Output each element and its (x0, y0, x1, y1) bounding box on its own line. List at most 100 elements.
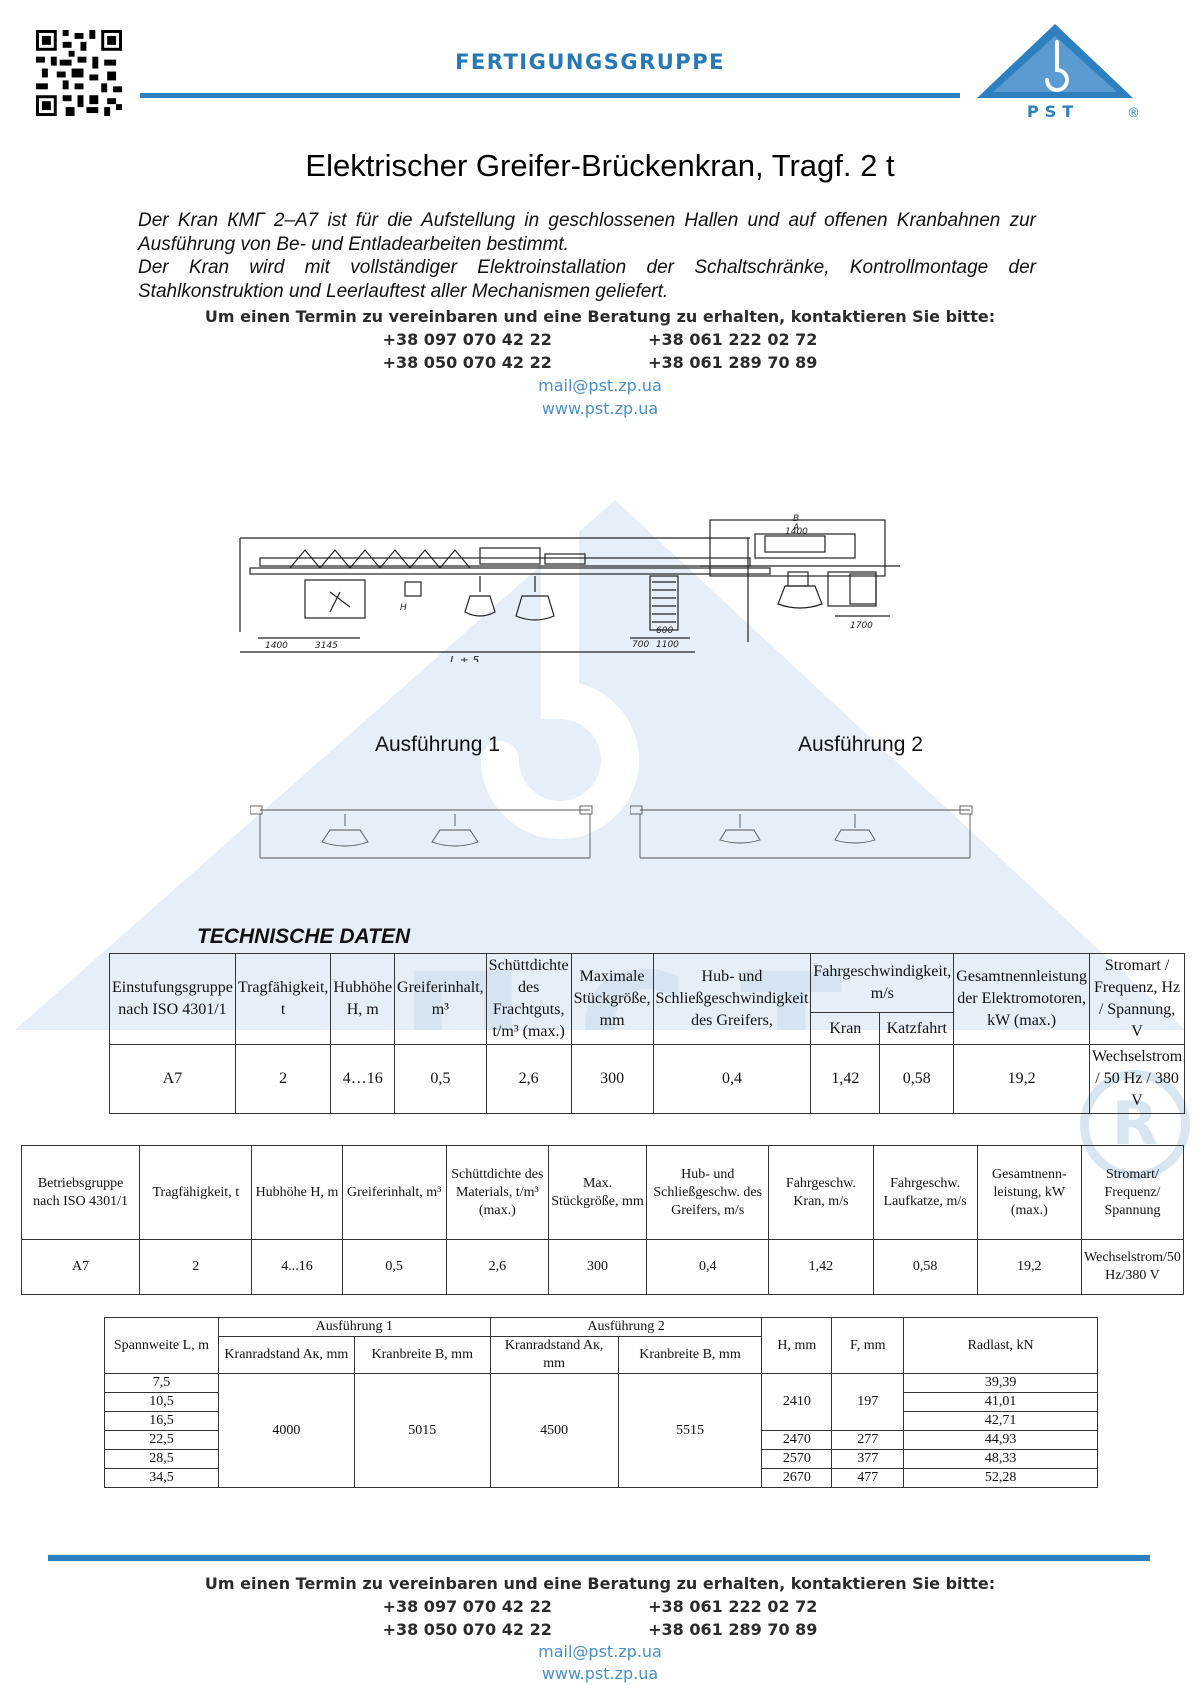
tech-table-2: Betriebsgruppe nach ISO 4301/1 Tragfähig… (20, 1145, 1185, 1295)
table-cell: 0,58 (879, 1044, 955, 1114)
t3-header-h: H, mm (761, 1317, 833, 1374)
table-cell: A7 (109, 1044, 236, 1114)
table-cell: 5015 (353, 1373, 491, 1488)
footer-phone-row-2: +38 050 070 42 22 +38 061 289 70 89 (150, 1618, 1050, 1641)
t2-header-current: Stromart/ Frequenz/ Spannung (1080, 1145, 1185, 1240)
footer-lead: Um einen Termin zu vereinbaren und eine … (204, 1574, 996, 1593)
svg-text:L ± 5: L ± 5 (450, 654, 479, 662)
t2-header-crane-speed: Fahrgeschw. Kran, m/s (768, 1145, 874, 1240)
footer-web-link[interactable]: www.pst.zp.ua (541, 1664, 659, 1683)
table-cell: 4500 (489, 1373, 619, 1488)
footer-divider (48, 1555, 1150, 1561)
header-divider (140, 93, 960, 98)
variant-2-drawing (630, 805, 973, 859)
table-cell: A7 (20, 1239, 141, 1295)
contact-phone-4[interactable]: +38 061 289 70 89 (648, 353, 818, 372)
t2-header-grab-volume: Greiferinhalt, m³ (341, 1145, 447, 1240)
table-cell: 34,5 (104, 1468, 219, 1488)
intro-text: Der Kran КМГ 2–А7 ist für die Aufstellun… (138, 209, 1036, 303)
svg-text:1700: 1700 (850, 621, 873, 631)
t3-header-v2-width: Kranbreite B, mm (617, 1336, 763, 1374)
contact-phone-3[interactable]: +38 050 070 42 22 (382, 353, 552, 372)
footer-phone-2[interactable]: +38 061 222 02 72 (648, 1597, 818, 1616)
intro-paragraph-1: Der Kran КМГ 2–А7 ist für die Aufstellun… (138, 210, 1036, 255)
qr-code-icon (36, 30, 122, 116)
contact-phone-2[interactable]: +38 061 222 02 72 (648, 330, 818, 349)
table-row: 22,5 2470 277 44,93 (104, 1430, 1098, 1450)
table-cell: 48,33 (903, 1449, 1098, 1469)
t1-subheader-crane: Kran (810, 1012, 881, 1045)
table-row: 34,5 2670 477 52,28 (104, 1468, 1098, 1488)
t1-header-travel-speed: Fahrgeschwindigkeit, m/s (810, 952, 955, 1014)
t1-header-max-piece: Maximale Stückgröße, mm (570, 953, 654, 1045)
table-cell: 2570 (761, 1449, 833, 1469)
table-cell: 277 (831, 1430, 905, 1450)
tech-table-1: Einstufungsgruppe nach ISO 4301/1 Tragfä… (109, 952, 1186, 1114)
table-cell: 22,5 (104, 1430, 219, 1450)
t3-header-variant-2: Ausführung 2 (489, 1317, 763, 1337)
t1-header-power: Gesamtnennleistung der Elektromotoren, k… (953, 953, 1090, 1045)
footer-phone-4[interactable]: +38 061 289 70 89 (648, 1620, 818, 1639)
table-cell: 4...16 (251, 1239, 343, 1295)
table-cell: 7,5 (104, 1373, 219, 1393)
t1-subheader-trolley: Katzfahrt (879, 1012, 955, 1045)
svg-text:®: ® (1127, 106, 1140, 121)
svg-text:600: 600 (656, 626, 673, 636)
svg-text:A: A (792, 523, 799, 533)
t2-header-max-piece: Max. Stückgröße, mm (547, 1145, 648, 1240)
table-cell: 42,71 (903, 1411, 1098, 1431)
t2-header-lift-height: Hubhöhe H, m (251, 1145, 343, 1240)
table-row: Kranradstand Aк, mm Kranbreite B, mm Kra… (105, 1336, 1098, 1374)
table-cell: 300 (547, 1239, 648, 1295)
table-cell: 39,39 (903, 1373, 1098, 1393)
t1-header-bulk-density: Schüttdichte des Frachtguts, t/m³ (max.) (485, 953, 572, 1045)
table-cell: 2,6 (485, 1044, 572, 1114)
dimension-table: Spannweite L, m Ausführung 1 Ausführung … (104, 1317, 1098, 1488)
t2-header-bulk-density: Schüttdichte des Materials, t/m³ (max.) (445, 1145, 549, 1240)
svg-text:PST: PST (1027, 102, 1079, 121)
table-cell: 377 (831, 1449, 905, 1469)
t1-header-grab-volume: Greiferinhalt, m³ (394, 953, 487, 1045)
svg-text:1100: 1100 (656, 640, 679, 650)
svg-text:H: H (400, 603, 407, 613)
t1-header-capacity: Tragfähigkeit, t (234, 953, 332, 1045)
table-cell: 16,5 (104, 1411, 219, 1431)
t2-header-group: Betriebsgruppe nach ISO 4301/1 (20, 1145, 141, 1240)
variant-2-label: Ausführung 2 (798, 733, 923, 756)
table-row: 28,5 2570 377 48,33 (104, 1449, 1098, 1469)
table-cell: 0,5 (394, 1044, 487, 1114)
pst-logo-icon: PST ® (977, 24, 1140, 121)
table-cell: 2410 (761, 1373, 833, 1431)
table-row: Einstufungsgruppe nach ISO 4301/1 Tragfä… (109, 952, 1186, 1045)
variant-1-drawing (250, 805, 593, 859)
brand-title: FERTIGUNGSGRUPPE (455, 50, 725, 74)
svg-text:3145: 3145 (315, 641, 338, 651)
table-cell: 1,42 (810, 1044, 881, 1114)
table-cell: 0,58 (872, 1239, 978, 1295)
table-cell: 19,2 (976, 1239, 1082, 1295)
t3-header-variant-1: Ausführung 1 (217, 1317, 491, 1337)
svg-text:1400: 1400 (265, 641, 288, 651)
table-cell: 5515 (617, 1373, 763, 1488)
svg-text:B: B (793, 514, 799, 524)
table-cell: 2,6 (445, 1239, 549, 1295)
contact-phone-1[interactable]: +38 097 070 42 22 (382, 330, 552, 349)
footer-phone-3[interactable]: +38 050 070 42 22 (382, 1620, 552, 1639)
table-cell: 2670 (761, 1468, 833, 1488)
svg-text:1400: 1400 (785, 527, 808, 537)
table-cell: 0,5 (341, 1239, 447, 1295)
t3-header-wheel-load: Radlast, kN (903, 1317, 1098, 1374)
contact-block-top: Um einen Termin zu vereinbaren und eine … (150, 305, 1050, 420)
table-cell: 4000 (217, 1373, 355, 1488)
table-cell: 0,4 (646, 1239, 770, 1295)
footer-phone-1[interactable]: +38 097 070 42 22 (382, 1597, 552, 1616)
t1-header-current: Stromart / Frequenz, Hz / Spannung, V (1088, 953, 1186, 1045)
table-cell: 477 (831, 1468, 905, 1488)
contact-web-link[interactable]: www.pst.zp.ua (541, 399, 659, 418)
table-cell: 10,5 (104, 1392, 219, 1412)
svg-text:700: 700 (632, 640, 649, 650)
table-cell: 52,28 (903, 1468, 1098, 1488)
contact-block-footer: Um einen Termin zu vereinbaren und eine … (150, 1572, 1050, 1685)
footer-email-link[interactable]: mail@pst.zp.ua (538, 1642, 662, 1661)
contact-email-link[interactable]: mail@pst.zp.ua (538, 376, 662, 395)
